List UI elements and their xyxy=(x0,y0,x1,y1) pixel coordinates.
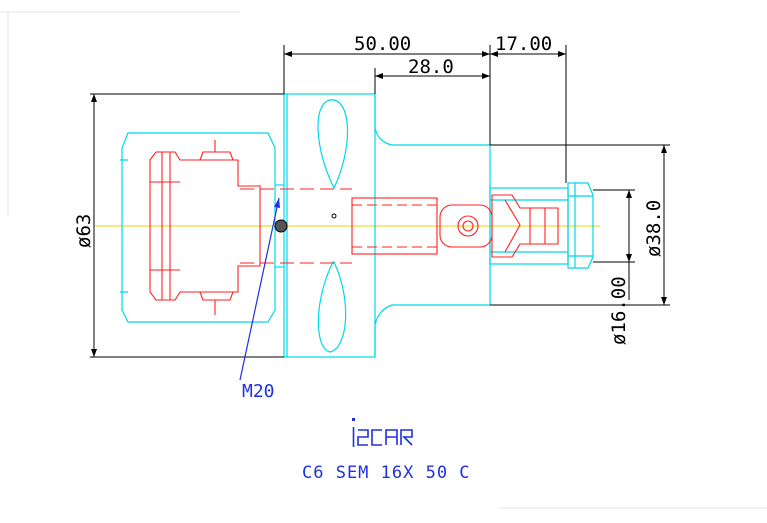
dimension-lines xyxy=(90,45,670,358)
dim-head-length: 17.00 xyxy=(495,33,552,55)
tool-designation: C6 SEM 16X 50 C xyxy=(302,463,471,483)
pivot-pin xyxy=(274,213,337,233)
dim-shank-length: 28.0 xyxy=(408,56,454,78)
thread-leader xyxy=(239,197,280,381)
logo-text: iscar xyxy=(350,447,357,449)
frame-lines xyxy=(0,11,767,509)
dim-overall-length: 50.00 xyxy=(354,33,411,55)
dim-head-diameter: ø38.0 xyxy=(643,200,665,257)
thread-label: M20 xyxy=(242,381,275,402)
dim-outer-diameter: ø63 xyxy=(73,214,95,248)
dim-bore-diameter: ø16.00 xyxy=(608,276,630,345)
iscar-logo xyxy=(352,418,413,447)
holder-outline xyxy=(120,93,594,358)
internal-details xyxy=(149,140,559,315)
